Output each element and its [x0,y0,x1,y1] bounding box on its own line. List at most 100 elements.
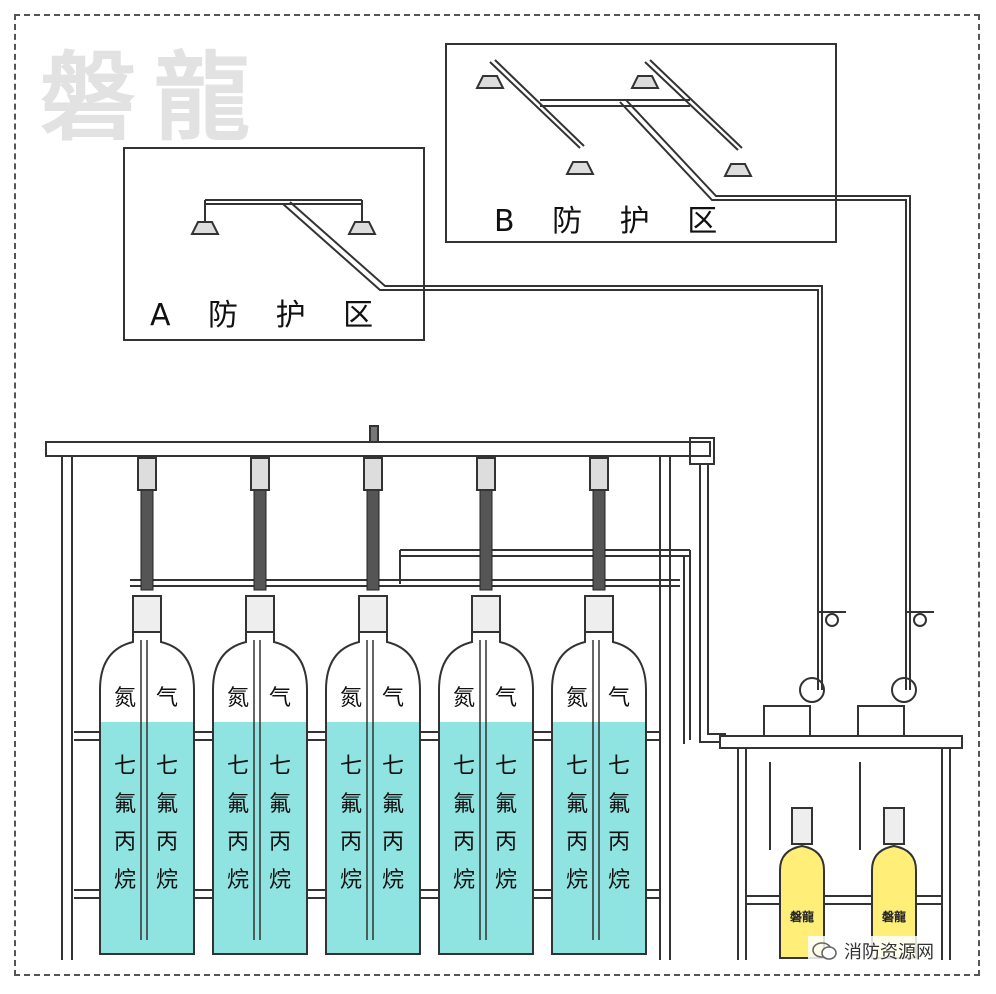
cylinder-label-agent: 七 [226,754,249,779]
cylinder-label-agent: 烷 [607,868,630,893]
cylinder-label-agent: 七 [452,754,475,779]
cylinder [551,457,647,955]
cylinder-label-agent: 烷 [381,868,404,893]
valve-icon [584,595,614,633]
check-valve-icon [476,457,496,491]
cylinder-label-agent: 七 [113,754,136,779]
cylinder-label-top: 氮 [339,686,362,711]
cylinder-label-agent: 丙 [494,830,517,855]
nozzles [190,75,753,235]
check-valve-icon [250,457,270,491]
cylinder-label-agent: 七 [565,754,588,779]
cylinder-label-agent: 氟 [607,792,630,817]
cylinder-label-top: 氮 [113,686,136,711]
cylinder-label-top: 气 [494,686,517,711]
cylinder-label-agent: 烷 [339,868,362,893]
cylinder [438,457,534,955]
cylinder-label-agent: 氟 [494,792,517,817]
cylinder-label-agent: 氟 [381,792,404,817]
cylinder-label-agent: 氟 [339,792,362,817]
solenoid-valve-icon [791,807,813,845]
zone-a-feed-pipe [282,201,823,690]
starter-logo: 磐龍 [881,910,906,924]
cylinder-label-agent: 丙 [268,830,291,855]
zone-b-box [445,43,837,243]
cylinder-label-agent: 丙 [452,830,475,855]
valve-icon [245,595,275,633]
cylinder-bank [99,457,647,955]
starter-logo: 磐龍 [789,910,814,924]
zone-b-feed-pipe [619,99,911,690]
cylinder-label-agent: 丙 [155,830,178,855]
cylinder-label-agent: 丙 [226,830,249,855]
nozzle-icon [190,221,220,235]
siphon-tube [366,640,374,940]
flex-hose [253,489,267,591]
starter-body [871,844,917,959]
dashed-border [14,14,980,976]
cylinder-label-top: 氮 [565,686,588,711]
cylinder-label-agent: 七 [155,754,178,779]
check-valve-icon [363,457,383,491]
cylinder-label-agent: 烷 [113,868,136,893]
valve-icon [471,595,501,633]
cylinder-label-agent: 烷 [268,868,291,893]
cylinder-label-agent: 七 [268,754,291,779]
nozzle-icon [475,75,505,89]
cylinder-label-top: 气 [155,686,178,711]
solenoid-valve-icon [883,807,905,845]
siphon-tube [253,640,261,940]
watermark: 消防资源网 [808,936,938,966]
cylinder-label-agent: 七 [607,754,630,779]
zone-b-label: B 防 护 区 [494,204,732,239]
starter-body [779,844,825,959]
valve-icon [358,595,388,633]
cylinder [212,457,308,955]
brand-logo: 磐龍 [40,41,268,154]
nozzle-icon [723,163,753,177]
cylinder-label-top: 气 [268,686,291,711]
cylinder [99,457,195,955]
flex-hose [479,489,493,591]
siphon-tube [592,640,600,940]
siphon-tube [140,640,148,940]
cylinder-label-agent: 氟 [268,792,291,817]
siphon-tube [479,640,487,940]
cylinder-label-agent: 丙 [565,830,588,855]
starter-rack [719,611,963,960]
cylinder-label-agent: 氟 [452,792,475,817]
cylinder-label-agent: 丙 [339,830,362,855]
cylinder-label-agent: 烷 [494,868,517,893]
wechat-icon [812,942,837,960]
cylinder-label-agent: 烷 [452,868,475,893]
nozzle-icon [630,75,660,89]
zone-b-branch-pipe [489,59,743,151]
cylinder-label-agent: 烷 [226,868,249,893]
cylinder-label-top: 气 [607,686,630,711]
starter-cylinder [779,807,825,959]
zone-a-branch-pipe [204,199,363,222]
cylinder-label-agent: 丙 [607,830,630,855]
flex-hose [140,489,154,591]
cylinder-label-agent: 七 [339,754,362,779]
cylinder-label-agent: 丙 [113,830,136,855]
cylinder-label-agent: 烷 [565,868,588,893]
cylinder-label-agent: 烷 [155,868,178,893]
valve-icon [132,595,162,633]
starter-cylinder [871,807,917,959]
cylinder-label-agent: 七 [494,754,517,779]
flex-hose [366,489,380,591]
zone-a-label: A 防 护 区 [150,298,388,333]
cylinder-label-agent: 氟 [565,792,588,817]
zone-a-box [123,147,425,341]
cylinder [325,457,421,955]
cylinder-label-top: 气 [381,686,404,711]
nozzle-icon [347,221,377,235]
check-valve-icon [589,457,609,491]
cylinder-label-agent: 丙 [381,830,404,855]
cylinder-label-agent: 氟 [113,792,136,817]
nozzle-icon [565,161,595,175]
cylinder-label-agent: 氟 [226,792,249,817]
watermark-text: 消防资源网 [844,942,934,963]
